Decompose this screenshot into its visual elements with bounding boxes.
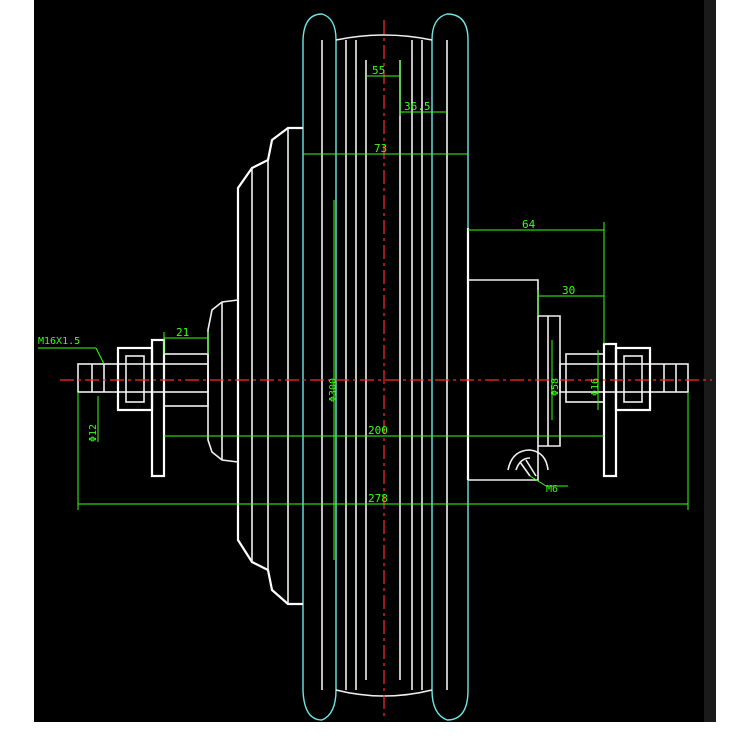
dim-bolt-spec: M6 bbox=[546, 484, 558, 495]
dim-rim-half-width: 36.5 bbox=[404, 100, 431, 113]
dim-right-offset: 64 bbox=[522, 218, 536, 231]
dim-left-shoulder: 21 bbox=[176, 326, 189, 339]
dim-hub-diameter: Φ300 bbox=[328, 378, 339, 402]
rim-outline bbox=[302, 13, 469, 721]
centerlines bbox=[60, 20, 712, 720]
dim-axle-diameter: Φ12 bbox=[88, 424, 99, 442]
dim-flange-span: 200 bbox=[368, 424, 388, 437]
m6-bolt bbox=[507, 449, 549, 477]
left-motor-shell bbox=[207, 126, 303, 606]
dim-right-axle-diameter: Φ16 bbox=[590, 378, 601, 396]
dimension-lines bbox=[38, 60, 689, 560]
dim-overall-axle-length: 278 bbox=[368, 492, 388, 505]
dimension-labels: 55 36.5 73 64 30 21 200 278 M16X1.5 M6 Φ… bbox=[38, 64, 601, 505]
dim-right-shoulder: 30 bbox=[562, 284, 575, 297]
dim-rim-inner-width: 55 bbox=[372, 64, 385, 77]
dim-rim-overall-width: 73 bbox=[374, 142, 387, 155]
right-axle-assembly bbox=[559, 342, 689, 478]
dim-bearing-diameter: Φ58 bbox=[550, 378, 561, 396]
right-border bbox=[704, 0, 716, 722]
dim-thread-spec: M16X1.5 bbox=[38, 336, 80, 347]
drawing-background bbox=[34, 0, 714, 722]
